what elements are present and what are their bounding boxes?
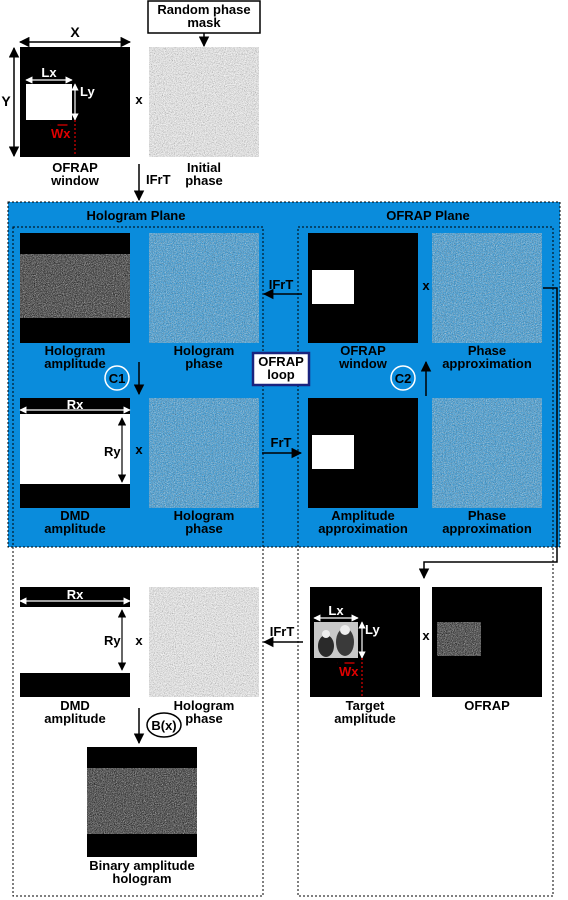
phase-approx-image-1 xyxy=(432,233,542,343)
c1-badge xyxy=(104,365,130,391)
c2-label: C2 xyxy=(395,371,412,386)
ly-label-bottom: Ly xyxy=(365,622,380,637)
bx-badge xyxy=(146,712,182,738)
frt-loop-label: FrT xyxy=(271,435,292,450)
lx-label-bottom: Lx xyxy=(328,603,344,618)
hologram-plane-title: Hologram Plane xyxy=(87,208,186,223)
phase-approx-image-2 xyxy=(432,398,542,508)
ofrap-window-top-aperture xyxy=(26,84,72,120)
c1-label: C1 xyxy=(109,371,126,386)
times-loop-3: x xyxy=(422,278,430,293)
dim-y-label: Y xyxy=(1,93,11,109)
random-phase-mask-box xyxy=(147,0,261,34)
times-top: x xyxy=(135,92,143,107)
times-loop-1: x xyxy=(135,442,143,457)
dmd-amplitude-white-1 xyxy=(20,414,130,484)
hologram-phase-image-2 xyxy=(149,398,259,508)
output-arrow xyxy=(418,287,558,580)
wx-label-top: Wx xyxy=(51,126,71,141)
hologram-phase-image-3 xyxy=(149,587,259,697)
wx-label-bottom: Wx xyxy=(339,664,359,679)
ofrap-plane-title: OFRAP Plane xyxy=(386,208,470,223)
ifrt-loop-label: IFrT xyxy=(269,277,294,292)
dim-x-label: X xyxy=(70,24,80,40)
times-bottom-2: x xyxy=(422,628,430,643)
rx-label-2: Rx xyxy=(67,587,84,602)
ofrap-image-patch xyxy=(437,622,481,656)
hologram-phase-image-1 xyxy=(149,233,259,343)
c2-badge xyxy=(390,365,416,391)
amplitude-approx-aperture xyxy=(312,435,354,469)
ifrt-top-label: IFrT xyxy=(146,172,171,187)
hologram-plane-column xyxy=(12,226,264,897)
lx-label-top: Lx xyxy=(41,65,57,80)
ofrap-window-loop-aperture xyxy=(312,270,354,304)
ly-label-top: Ly xyxy=(80,84,95,99)
ifrt-bottom-label: IFrT xyxy=(270,624,295,639)
bx-label: B(x) xyxy=(151,718,176,733)
target-picture xyxy=(314,622,358,658)
times-bottom-1: x xyxy=(135,633,143,648)
initial-phase-image xyxy=(149,47,259,157)
binary-hologram-band xyxy=(87,768,197,834)
rx-label-1: Rx xyxy=(67,397,84,412)
ofrap-caption: OFRAP xyxy=(464,698,510,713)
ofrap-loop-box xyxy=(251,351,311,387)
dmd-amplitude-white-2 xyxy=(20,607,130,673)
ry-label-2: Ry xyxy=(104,633,121,648)
hologram-amplitude-band xyxy=(20,254,130,318)
ry-label-1: Ry xyxy=(104,444,121,459)
